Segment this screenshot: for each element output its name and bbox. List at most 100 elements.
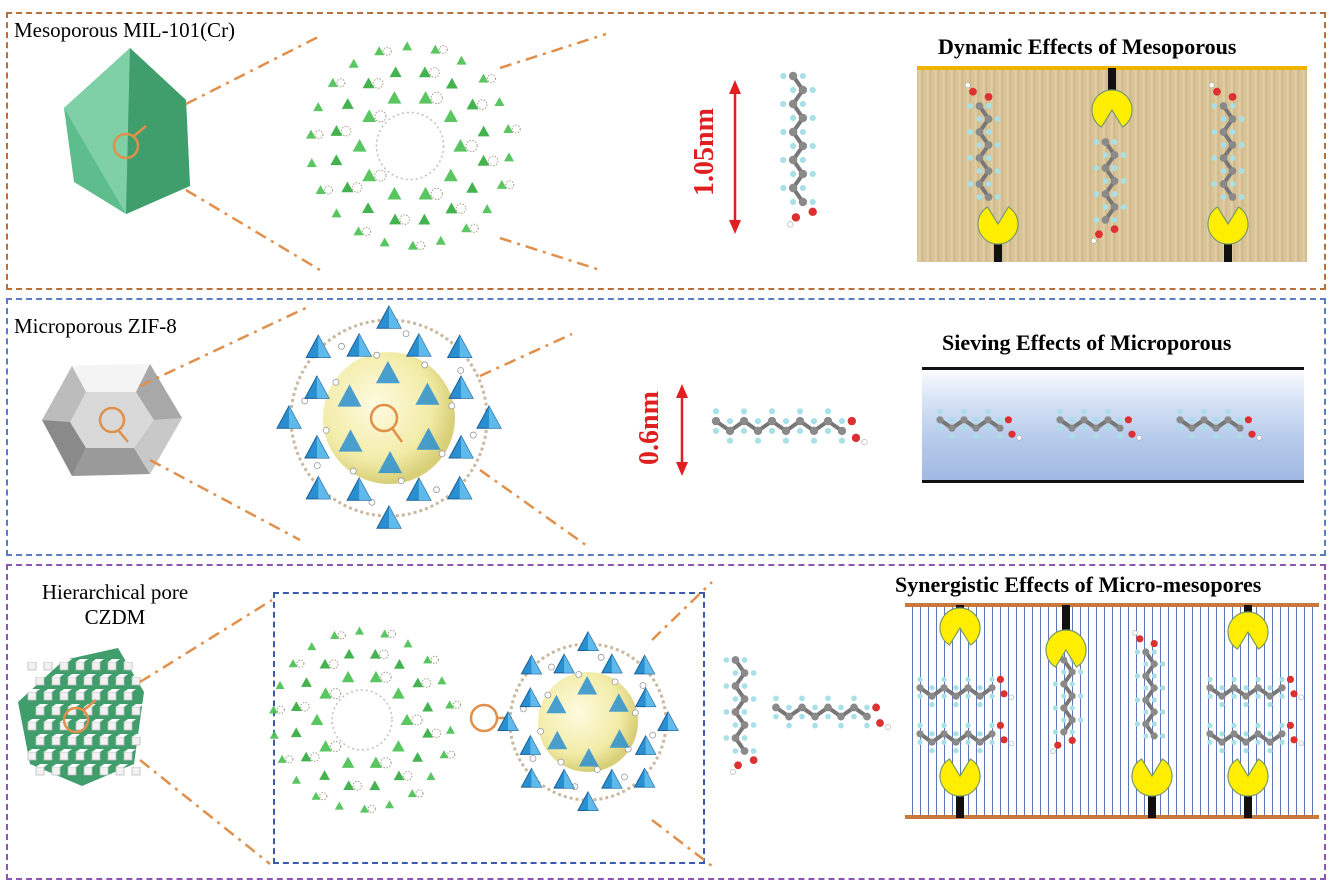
zn-tetrahedron [608,693,629,712]
zif8-crystal [99,736,109,746]
metal-cluster-node [426,771,436,780]
zif8-crystal [131,676,141,686]
oxygen-atom [749,756,758,764]
carbon-atom [809,426,819,436]
metal-cluster-node [269,705,279,714]
synergistic-bottom-rail [905,815,1319,819]
oxygen-atom [1150,640,1158,648]
metal-cluster-node [275,680,285,689]
metal-cluster-node [503,124,514,134]
label-hierarchical-line2: CZDM [84,605,146,629]
zif8-crystal [75,751,85,761]
carbon-atom [1228,141,1237,149]
oxygen-atom [1128,430,1136,438]
zn-tetrahedron [547,730,568,750]
carbon-atom [1142,672,1150,680]
carbon-atom [1080,416,1088,424]
metal-cluster-node [291,775,301,784]
oxygen-atom [1095,230,1103,239]
carbon-atom [739,416,749,426]
metal-cluster-node [496,179,507,189]
metal-cluster-node [352,139,367,152]
metal-cluster-node [407,240,418,250]
metal-cluster-node [477,125,490,137]
metal-cluster-node [330,630,340,639]
metal-cluster-node [360,804,370,813]
carbon-atom [1150,660,1158,668]
oxygen-atom [1290,690,1298,698]
carbon-atom [1068,424,1076,432]
synergistic-top-rail [905,603,1319,607]
carbon-atom [753,426,763,436]
metal-cluster-node [387,186,402,200]
panel-hierarchical [6,564,1326,880]
zif8-crystal [43,691,53,701]
metal-cluster-node [443,168,458,182]
oxygen-atom [734,761,742,770]
metal-cluster-node [445,77,458,89]
metal-cluster-node [369,780,381,791]
carbon-atom [823,416,833,426]
carbon-atom [1142,648,1150,656]
carbon-atom [1219,128,1228,136]
panel-mesoporous [6,12,1326,290]
anchor-post [1148,776,1156,818]
carbon-atom [1219,180,1228,188]
metal-cluster-node [439,750,449,759]
anchor-post [1108,68,1116,110]
mil101-framework [305,41,521,251]
pacman-enzyme [1227,758,1269,797]
zif8-framework-small [497,630,679,811]
metal-cluster-node [482,204,493,214]
carbon-atom [1219,154,1228,162]
zn-tetrahedron [375,361,400,384]
carbon-atom [975,154,984,162]
carbon-atom [984,193,993,201]
pacman-enzyme [1207,206,1249,245]
zif8-crystal [75,661,85,671]
carbon-atom [788,127,798,137]
zif8-crystal [83,676,93,686]
carbon-atom [984,167,993,175]
carbon-atom [1068,668,1076,676]
sieving-top-wall [922,367,1304,370]
metal-cluster-node [407,788,417,798]
zn-tetrahedron [337,384,362,407]
metal-cluster-node [288,659,298,668]
zif8-crystal [59,661,69,671]
metal-cluster-node [269,730,279,739]
zn-tetrahedron [416,427,441,450]
carbon-atom [916,730,924,738]
carbon-atom [964,684,972,692]
metal-cluster-node [310,713,324,726]
oxygen-atom [1213,87,1221,96]
carbon-atom [1110,177,1119,185]
oxygen-atom [996,675,1005,684]
carbon-atom [798,141,808,151]
zn-tetrahedron [578,747,599,767]
zif8-polyhedron [42,364,182,476]
carbon-atom [1110,203,1119,211]
carbon-atom [731,682,740,690]
pore-magnifier-icon [98,406,126,434]
carbon-atom [1104,416,1112,424]
zif8-crystal [51,676,61,686]
dimension-arrow-mesoporous [729,80,741,234]
carbon-atom [940,684,948,692]
carbon-atom [1110,151,1119,159]
metal-cluster-node [319,687,332,699]
carbon-atom [798,703,806,712]
metal-cluster-node [389,66,402,78]
zif8-crystal [51,766,61,776]
metal-cluster-node [343,780,355,790]
carbon-atom [824,703,832,712]
metal-cluster-node [311,791,321,800]
carbon-atom [984,141,993,149]
carbon-atom [1266,738,1274,746]
carbon-atom [788,183,798,193]
zif8-crystal [123,721,133,731]
leader-lines-panel3 [139,581,713,867]
zn-tetrahedron [577,676,598,695]
zif8-crystal [107,691,117,701]
